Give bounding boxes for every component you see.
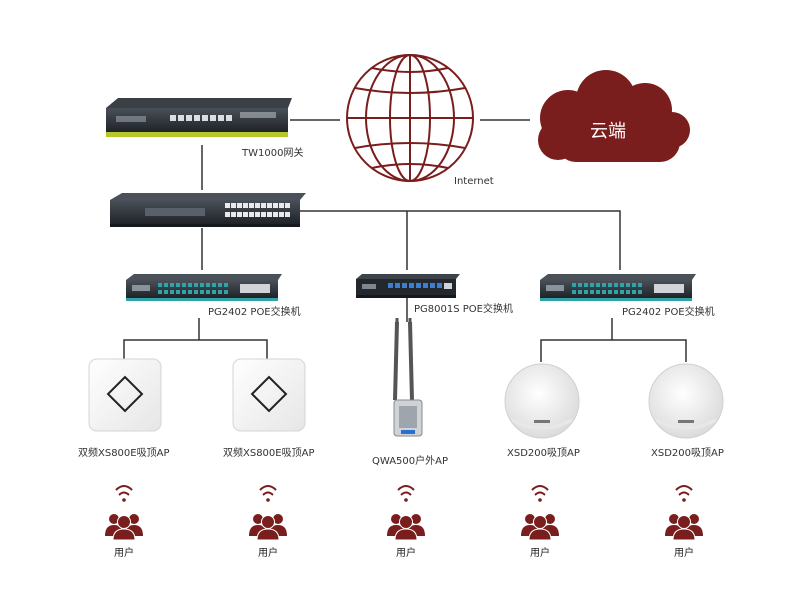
cloud-icon (538, 70, 690, 162)
users-icon (665, 486, 703, 540)
user-label: 用户 (114, 544, 134, 559)
user-label: 用户 (258, 544, 278, 559)
poe-left-label: PG2402 POE交换机 (208, 303, 301, 318)
users-icon (521, 486, 559, 540)
internet-label: Internet (454, 176, 494, 187)
users-icon (249, 486, 287, 540)
line-core-poe-right (300, 211, 620, 270)
poe-switch-mid-icon (356, 274, 460, 298)
ceiling-ap-icon (89, 359, 161, 431)
poe-right-label: PG2402 POE交换机 (622, 303, 715, 318)
gateway-router-icon (106, 98, 292, 137)
user-label: 用户 (674, 544, 694, 559)
core-switch-icon (110, 193, 306, 227)
poe-switch-left-icon (126, 274, 282, 301)
outdoor-ap-icon (394, 318, 422, 436)
ap-label: XSD200吸顶AP (651, 444, 724, 459)
ap-label: QWA500户外AP (372, 452, 448, 467)
line-poe-right-aps (541, 340, 686, 362)
internet-globe-icon (347, 55, 473, 181)
user-label: 用户 (530, 544, 550, 559)
user-label: 用户 (396, 544, 416, 559)
gateway-label: TW1000网关 (242, 144, 303, 159)
poe-switch-right-icon (540, 274, 696, 301)
ceiling-ap-icon (233, 359, 305, 431)
ap-label: 双频XS800E吸顶AP (78, 444, 169, 459)
users-icon (387, 486, 425, 540)
ap-label: XSD200吸顶AP (507, 444, 580, 459)
ap-label: 双频XS800E吸顶AP (223, 444, 314, 459)
users-icon (105, 486, 143, 540)
cloud-label: 云端 (590, 117, 626, 143)
poe-mid-label: PG8001S POE交换机 (414, 300, 513, 315)
round-ap-icon (649, 364, 723, 438)
round-ap-icon (505, 364, 579, 438)
